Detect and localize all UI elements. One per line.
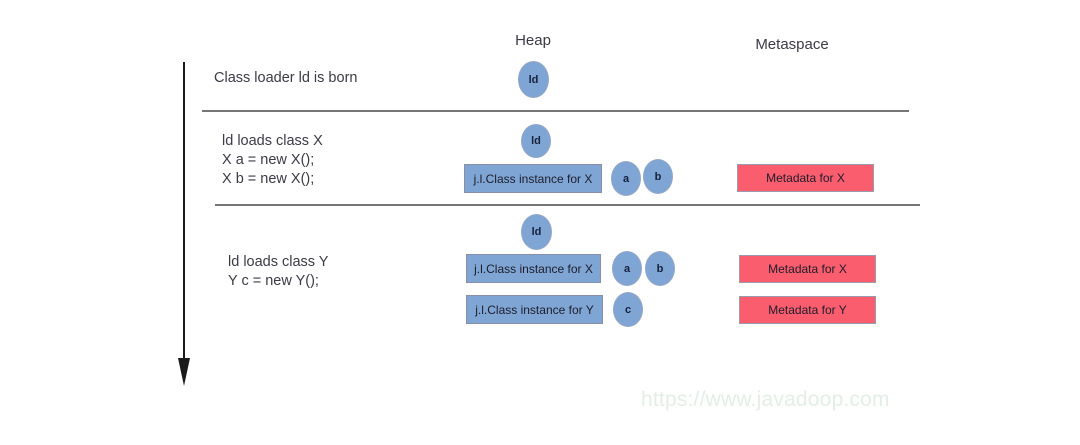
- heap-instance-node: b: [645, 251, 675, 286]
- heap-instance-node: ld: [518, 61, 549, 98]
- column-header-metaspace: Metaspace: [755, 36, 829, 53]
- metaspace-metadata-box: Metadata for X: [739, 255, 876, 283]
- heap-instance-node: a: [612, 251, 642, 286]
- heap-instance-node: ld: [521, 124, 551, 158]
- heap-instance-node: a: [611, 161, 641, 196]
- metaspace-metadata-box: Metadata for X: [737, 164, 874, 192]
- heap-instance-node: c: [613, 292, 643, 327]
- step-caption: ld loads class Y Y c = new Y();: [228, 254, 329, 289]
- heap-class-object-box: j.l.Class instance for X: [464, 164, 602, 193]
- column-header-heap: Heap: [515, 32, 551, 49]
- step-caption: Class loader ld is born: [214, 70, 358, 86]
- section-divider: [215, 204, 920, 206]
- time-axis-arrow: [178, 62, 192, 387]
- step-caption: ld loads class X X a = new X(); X b = ne…: [222, 133, 323, 187]
- time-axis-arrowhead: [178, 358, 190, 386]
- heap-instance-node: ld: [521, 214, 552, 250]
- heap-class-object-box: j.l.Class instance for Y: [466, 295, 603, 324]
- site-watermark: https://www.javadoop.com: [641, 388, 890, 411]
- heap-instance-node: b: [643, 159, 673, 194]
- section-divider: [202, 110, 909, 112]
- time-axis-line: [183, 62, 185, 362]
- heap-class-object-box: j.l.Class instance for X: [466, 254, 601, 283]
- metaspace-metadata-box: Metadata for Y: [739, 296, 876, 324]
